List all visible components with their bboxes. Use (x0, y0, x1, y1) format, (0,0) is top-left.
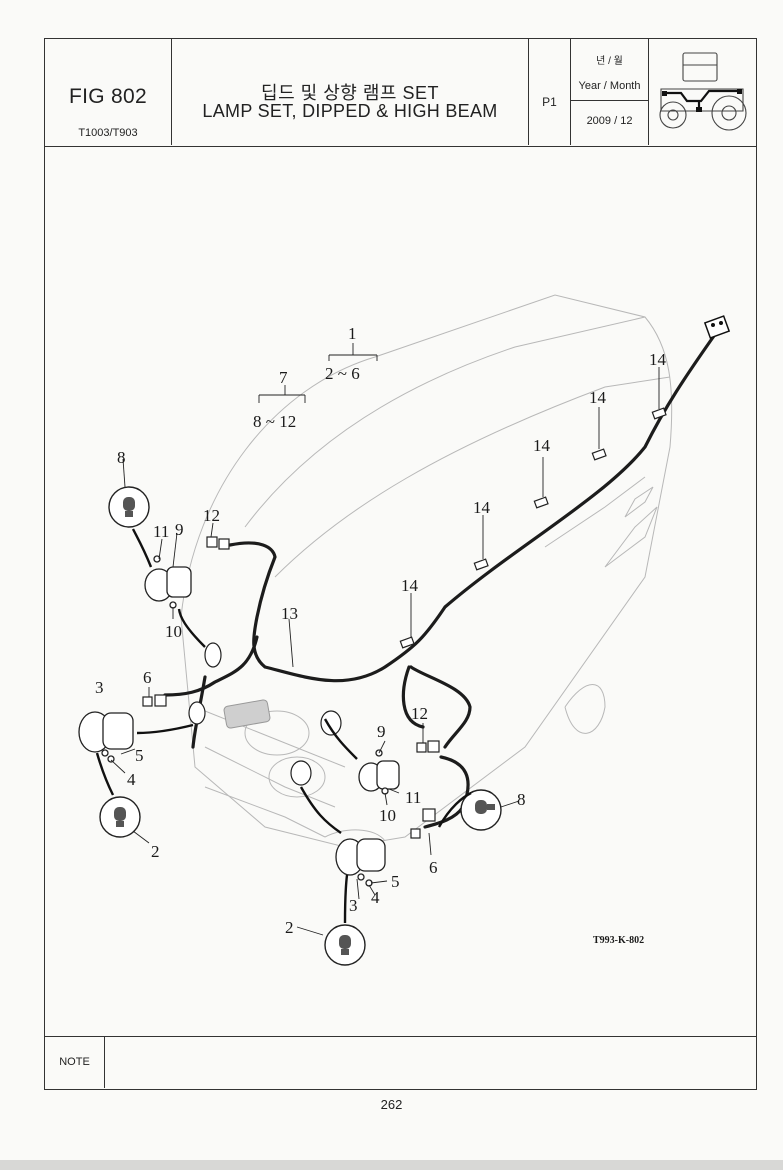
title-korean: 딥드 및 상향 램프 SET (261, 83, 439, 103)
callout-12a: 12 (203, 506, 220, 525)
figure-cell: FIG 802 T1003/T903 (45, 39, 172, 145)
callout-11b: 11 (405, 788, 421, 807)
model-number: T1003/T903 (78, 127, 138, 139)
date-cell: 년 / 월 Year / Month 2009 / 12 (571, 39, 649, 145)
bulb-glass (114, 497, 495, 955)
tym-logo (223, 699, 271, 729)
callout-4b: 4 (371, 888, 380, 907)
callout-3a: 3 (95, 678, 104, 697)
lamp-high-left (144, 555, 192, 609)
explode-arrows (95, 528, 472, 924)
callout-8b: 8 (517, 790, 526, 809)
lamp-units (78, 555, 400, 887)
callout-14c: 14 (533, 436, 551, 455)
main-connector (703, 315, 731, 339)
drawing-code: T993-K-802 (593, 935, 644, 946)
figure-number: FIG 802 (69, 85, 147, 108)
date-label-english: Year / Month (578, 80, 641, 92)
hood-lenses (188, 642, 342, 786)
scan-edge (0, 1160, 783, 1170)
callout-numbers: 1 2 ~ 6 7 8 ~ 12 8 11 9 12 10 13 3 6 5 4… (95, 324, 667, 937)
leader-lines (110, 343, 660, 936)
callout-2b: 2 (285, 918, 294, 937)
callout-11a: 11 (153, 522, 169, 541)
date-label-box: 년 / 월 Year / Month (571, 39, 648, 101)
lamp-dipped-right (335, 838, 386, 887)
page-frame: FIG 802 T1003/T903 딥드 및 상향 램프 SET LAMP S… (44, 38, 757, 1090)
callout-6b: 6 (429, 858, 438, 877)
page-cell: P1 (529, 39, 571, 145)
callout-range-8-12: 8 ~ 12 (253, 412, 296, 431)
callout-5a: 5 (135, 746, 144, 765)
wiring-harness (163, 331, 718, 829)
callout-6a: 6 (143, 668, 152, 687)
callout-9a: 9 (175, 520, 184, 539)
callout-9b: 9 (377, 722, 386, 741)
title-english: LAMP SET, DIPPED & HIGH BEAM (202, 101, 498, 121)
callout-14b: 14 (589, 388, 607, 407)
note-row: NOTE (45, 1036, 756, 1089)
date-value: 2009 / 12 (586, 115, 633, 127)
callout-10a: 10 (165, 622, 182, 641)
lamp-dipped-left (78, 711, 134, 763)
lamp-high-right (358, 749, 400, 795)
parts-exploded-diagram: 1 2 ~ 6 7 8 ~ 12 8 11 9 12 10 13 3 6 5 4… (78, 294, 731, 966)
callout-12b: 12 (411, 704, 428, 723)
callout-5b: 5 (391, 872, 400, 891)
tractor-thumbnail-cell (649, 39, 756, 145)
callout-13: 13 (281, 604, 298, 623)
callout-assembly-1: 1 (348, 324, 357, 343)
title-cell: 딥드 및 상향 램프 SET LAMP SET, DIPPED & HIGH B… (172, 39, 529, 145)
date-label-korean: 년 / 월 (596, 56, 623, 67)
harness-clips (399, 407, 667, 649)
callout-14a: 14 (649, 350, 667, 369)
callout-10b: 10 (379, 806, 396, 825)
callout-range-2-6: 2 ~ 6 (325, 364, 360, 383)
page-number: 262 (380, 1097, 403, 1112)
callout-3b: 3 (349, 896, 358, 915)
callout-2a: 2 (151, 842, 160, 861)
callout-8a: 8 (117, 448, 126, 467)
hood-outline (180, 294, 673, 848)
callout-assembly-7: 7 (279, 368, 288, 387)
title-block: FIG 802 T1003/T903 딥드 및 상향 램프 SET LAMP S… (45, 39, 756, 147)
callout-4a: 4 (127, 770, 136, 789)
callout-14e: 14 (401, 576, 419, 595)
note-label: NOTE (45, 1037, 105, 1088)
small-connectors (142, 536, 440, 839)
callout-14d: 14 (473, 498, 491, 517)
sheet-page: P1 (542, 95, 557, 109)
tractor-icon (659, 52, 747, 131)
